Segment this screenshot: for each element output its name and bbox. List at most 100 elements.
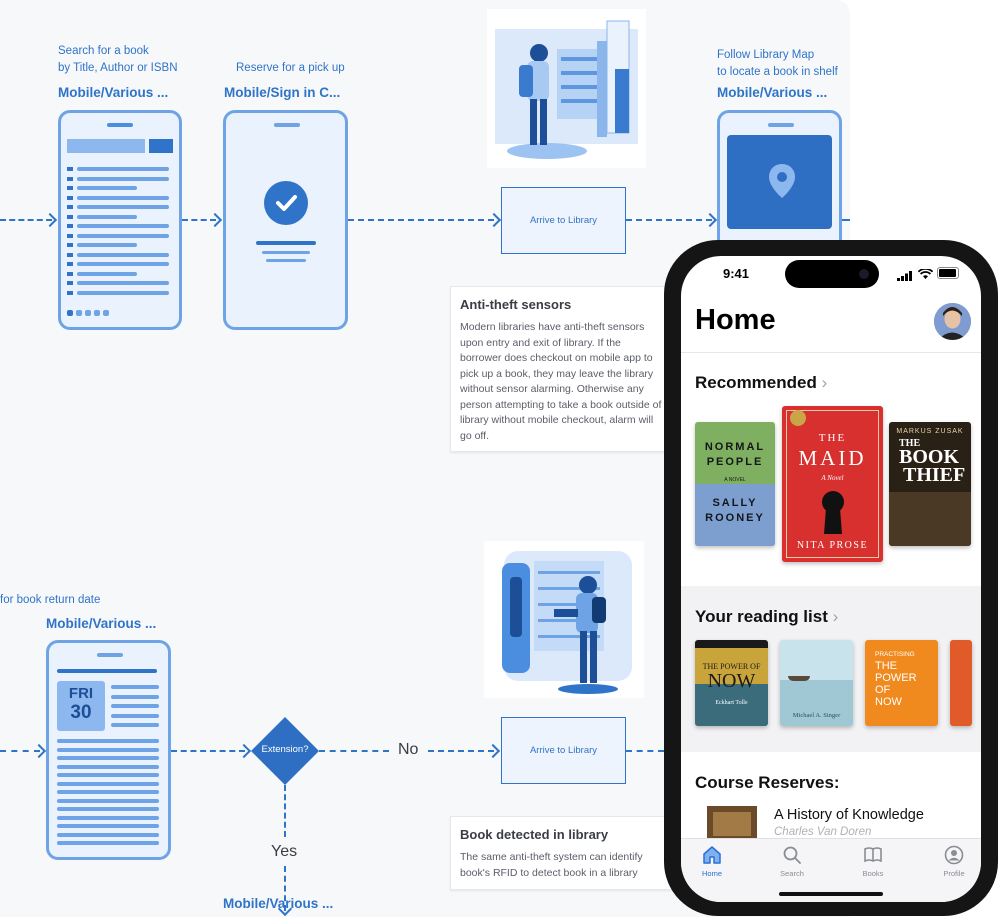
row-line [57,739,159,743]
book-detected-title: Book detected in library [460,827,609,842]
chevron-right-icon: › [832,607,839,626]
row-line [57,790,159,794]
row-line [77,224,169,228]
anti-theft-note: Anti-theft sensors Modern libraries have… [450,286,672,452]
book-cover-the-maid[interactable]: THE MAID A Novel NITA PROSE [782,406,883,562]
reserve-phone-wireframe [223,110,348,330]
extension-decision: Extension? [251,717,319,785]
tab-search[interactable]: Search [762,845,822,878]
row-bullet [67,290,73,295]
row-line [57,824,159,828]
course-book-title[interactable]: A History of Knowledge [774,807,924,823]
connector [171,750,245,752]
row-line [77,290,169,295]
tab-home[interactable]: Home [682,845,742,878]
pagination-dots [67,303,112,321]
search-phone-wireframe [58,110,182,330]
reading-list-heading[interactable]: Your reading list › [695,607,839,626]
row-line [111,704,159,708]
search-channel: Mobile/Various ... [58,85,169,100]
connector [182,219,216,221]
row-line [77,214,137,219]
book-cover-power-of-now[interactable]: THE POWER OF NOW Eckhart Tolle [695,640,768,726]
connector [0,750,40,752]
connector [0,219,52,221]
return-caption: for book return date [0,594,101,606]
book-cover-normal-people[interactable]: NORMAL PEOPLE A NOVEL SALLY ROONEY [695,422,775,546]
reserve-channel: Mobile/Sign in C... [224,85,341,100]
row-line [77,195,169,200]
status-time: 9:41 [723,266,750,281]
row-line [111,713,159,718]
chevron-right-icon: › [821,373,828,392]
row-line [77,243,137,247]
page-title: Home [695,304,776,336]
row-bullet [67,224,73,228]
row-line [57,807,159,811]
no-label: No [398,741,419,758]
connector [626,219,712,221]
map-phone-wireframe [717,110,842,245]
row-line [57,756,159,760]
row-line [57,815,159,820]
row-line [77,271,137,276]
row-line [57,832,159,837]
tab-books[interactable]: Books [843,845,903,878]
course-book-thumbnail[interactable] [707,806,757,842]
row-line [57,764,159,769]
connector [284,866,286,911]
row-line [77,186,137,190]
row-line [111,685,159,689]
row-bullet [67,176,73,181]
home-indicator [779,892,883,896]
book-cover-untethered-soul[interactable]: Michael A. Singer [780,640,853,726]
row-line [111,694,159,699]
row-bullet [67,233,73,238]
book-cover-partial[interactable] [950,640,972,726]
search-icon [783,846,801,864]
battery-icon [937,267,959,279]
tab-bar: Home Search Books Profile [681,838,981,902]
yes-label: Yes [271,843,298,860]
connector [319,750,389,752]
return-channel: Mobile/Various ... [46,616,157,631]
search-button-shape [149,139,173,153]
row-line [77,233,169,238]
book-cover-the-book-thief[interactable]: MARKUS ZUSAK THE BOOK THIEF [889,422,971,546]
tab-profile[interactable]: Profile [924,845,981,878]
connector [348,219,494,221]
book-cover-practising-the-power-of-now[interactable]: PRACTISING THE POWER OF NOW [865,640,938,726]
connector [626,750,664,752]
row-bullet [67,186,73,190]
row-line [77,167,169,171]
row-bullet [67,205,73,209]
row-bullet [67,243,73,247]
calendar-icon: FRI 30 [57,681,105,731]
arrive-to-library-step: Arrive to Library [501,187,626,254]
course-reserves-heading: Course Reserves: [695,773,840,792]
row-line [111,723,159,727]
row-line [57,798,159,803]
location-pin-icon [768,163,796,204]
row-line [57,781,159,786]
book-open-icon [864,847,882,863]
course-book-author: Charles Van Doren [774,826,872,838]
row-line [57,773,159,777]
recommended-heading[interactable]: Recommended › [695,373,828,392]
row-line [77,252,169,257]
anti-theft-title: Anti-theft sensors [460,297,572,312]
row-bullet [67,195,73,200]
connector [284,785,286,837]
row-bullet [67,271,73,276]
row-bullet [67,262,73,266]
checkmark-icon [264,181,308,225]
home-icon [703,846,721,864]
arrive-to-library-step-2: Arrive to Library [501,717,626,784]
connector [842,219,850,221]
connector [428,750,494,752]
avatar[interactable] [934,303,971,340]
search-caption: Search for a book by Title, Author or IS… [58,45,178,74]
row-line [77,205,169,209]
row-bullet [67,252,73,257]
dynamic-island [785,260,879,288]
